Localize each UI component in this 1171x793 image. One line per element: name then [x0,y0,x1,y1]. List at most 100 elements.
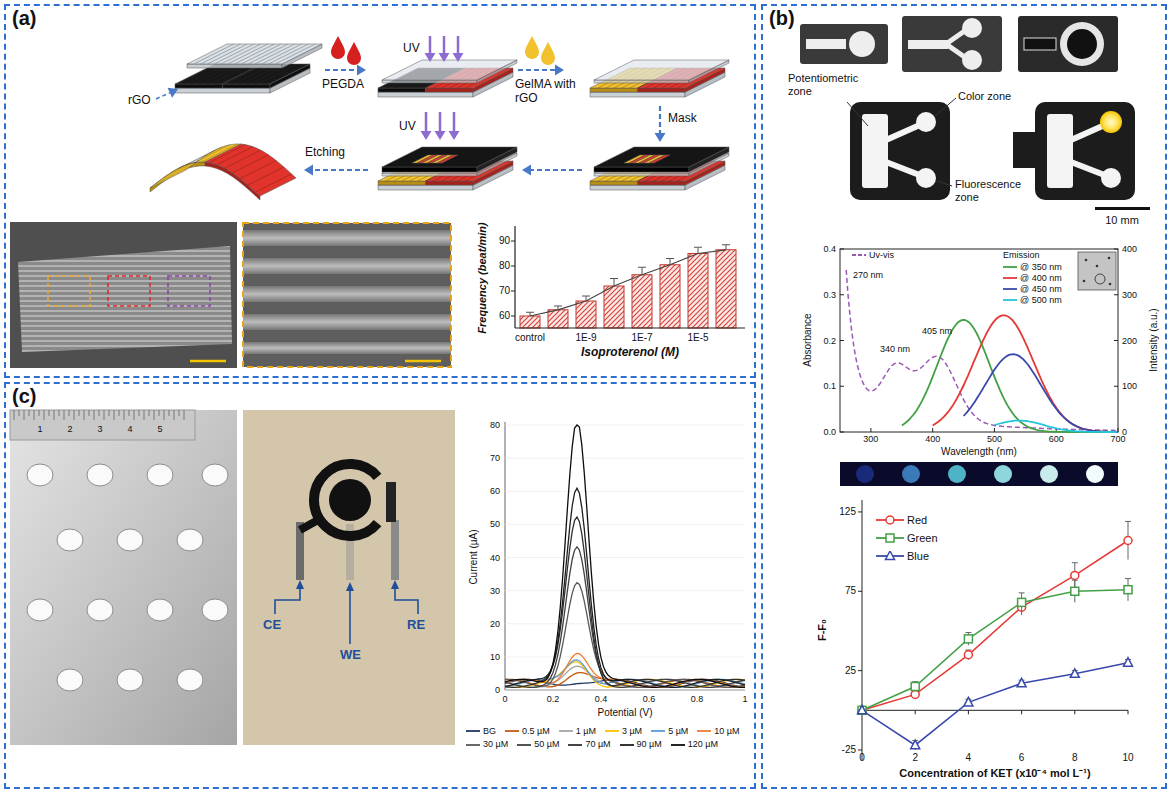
legend-sample [852,250,866,260]
legend-sample [876,515,904,525]
axis-label: 400 [1122,244,1137,254]
paper-device-photo [1047,114,1073,188]
legend-entry: 90 µM [620,739,662,749]
electrode-photo [243,410,455,745]
ruler-number: 5 [157,424,162,434]
label-anchor: 0.0 [823,427,836,437]
paper-device-photo [1071,162,1107,176]
plot-marks [268,44,308,64]
plot-marks [726,245,727,250]
axis-label: Isoproterenol (M) [581,346,679,360]
plot-marks [582,296,590,297]
plot-marks [526,312,534,313]
plot-marks [505,623,745,624]
axis-label: 4 [966,752,972,764]
electrode-photo [300,520,318,530]
plot-marks [89,410,90,416]
steel-plate-photo [10,410,195,440]
axis-label: 125 [839,506,856,518]
label-anchor: 0.8 [691,694,704,704]
plot-marks [604,286,624,328]
plot-marks [964,354,1118,432]
steel-plate-photo [117,669,143,691]
plot-marks [443,36,446,53]
label-anchor: 3 [97,424,102,434]
legend-sample [1003,262,1017,272]
axis-label: 25 [845,665,856,677]
legend-text: @ 500 nm [1020,295,1062,305]
legend-sample [697,726,711,736]
fluorescence-spots [840,462,1118,486]
axis-label: 90 [499,235,510,247]
process-label: Mask [668,112,697,126]
plot-marks [150,162,205,192]
axis-label: 1E-7 [631,332,652,344]
electrode-photo [314,464,378,536]
plot-marks [313,169,368,171]
plot-marks [139,410,140,416]
plot-marks [124,410,125,420]
label-anchor: 20 [490,619,500,629]
sem-image [108,276,150,306]
tem-inset [1109,283,1112,286]
plot-marks [119,410,120,416]
label-anchor: Mask [668,112,697,126]
legend-text: 3 µM [622,726,642,736]
label-anchor: 60 [499,310,510,322]
plot-marks [594,60,729,80]
plot-marks [144,410,145,420]
plot-marks [548,310,568,328]
peak-label: 340 nm [880,344,910,354]
paper-device-photo [800,24,888,64]
legend-sample [1003,284,1017,294]
electrode-photo [275,586,300,614]
legend-sample [605,726,619,736]
plot-marks [840,432,844,433]
legend-sample [466,726,480,736]
legend-entry: 3 µM [605,726,642,736]
legend-text: 70 µM [585,739,610,749]
plot-marks [530,250,726,316]
plot-marks [347,42,361,65]
sem-inset [243,258,451,274]
plot-marks [590,88,638,92]
plot-marks [505,557,745,558]
process-label: PEGDA [322,78,364,92]
axis-label: 2 [912,752,918,764]
legend-text: 10 µM [714,726,739,736]
legend-entry: Red [876,514,927,527]
plot-marks [1114,294,1118,295]
plot-marks [505,425,745,426]
plot-marks [858,511,862,512]
label-anchor: 1 [37,424,42,434]
label-anchor: Potential (V) [597,707,652,719]
plot-marks [1124,658,1133,667]
plot-marks [129,410,130,416]
plot-marks [1071,587,1079,595]
plot-marks [1070,669,1079,678]
plot-marks [169,410,170,416]
plot-marks [14,36,1133,760]
plot-marks [840,294,844,295]
plot-marks [104,410,105,420]
plot-marks [44,410,45,420]
axis-label: 0 [1122,427,1127,437]
plot-marks [421,131,432,140]
axis-label: 1E-9 [575,332,596,344]
plot-marks [164,410,165,420]
axis-label: -25 [842,744,856,756]
legend-entry: 70 µM [568,739,610,749]
label-anchor: 0.6 [643,694,656,704]
plot-marks [555,65,564,76]
label-anchor: 1E-5 [687,332,708,344]
legend-title: Emission [1003,250,1040,260]
fluorescence-spots [840,462,1118,486]
plot-marks [39,410,40,416]
paper-device-photo [886,124,922,140]
paper-device-photo [1067,29,1097,59]
label-anchor: 600 [1049,434,1064,444]
plot-marks [453,112,456,131]
plot-marks [911,682,919,690]
plot-marks [382,80,477,83]
paper-device-photo [886,162,922,176]
